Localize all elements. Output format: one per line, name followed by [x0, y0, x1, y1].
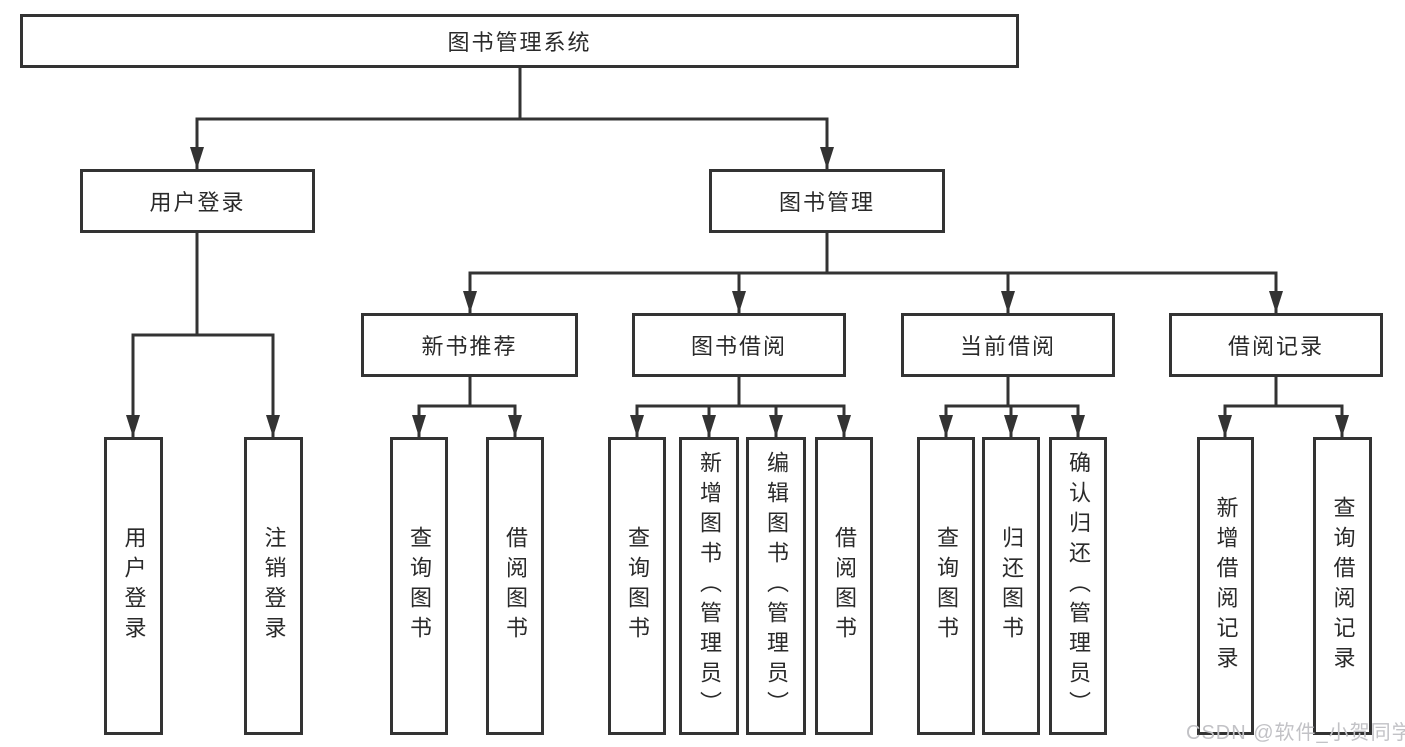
- book-borrow-children-connector: [630, 377, 851, 437]
- node-book-management: 图书管理: [709, 169, 945, 233]
- node-root: 图书管理系统: [20, 14, 1019, 68]
- node-book-management-label: 图书管理: [778, 190, 875, 215]
- node-user-login: 用户登录: [80, 169, 315, 233]
- leaf-edit-book-admin-label: 编辑图书（管理员）: [764, 451, 789, 721]
- book-mgmt-children-connector: [463, 233, 1283, 313]
- node-new-book-recommend-label: 新书推荐: [421, 334, 518, 359]
- leaf-query-borrow-record-label: 查询借阅记录: [1330, 496, 1356, 676]
- node-book-borrow: 图书借阅: [632, 313, 846, 377]
- csdn-watermark: CSDN @软件_小贺同学: [1186, 722, 1405, 744]
- leaf-borrow-books-borrow: 借阅图书: [815, 437, 873, 735]
- leaf-return-books: 归还图书: [982, 437, 1040, 735]
- leaf-borrow-books-borrow-label: 借阅图书: [832, 526, 857, 646]
- leaf-edit-book-admin: 编辑图书（管理员）: [746, 437, 806, 735]
- leaf-logout-label: 注销登录: [261, 526, 287, 646]
- leaf-borrow-books-recommend-label: 借阅图书: [503, 526, 528, 646]
- current-borrow-children-connector: [939, 377, 1085, 437]
- leaf-user-login-label: 用户登录: [121, 526, 147, 646]
- node-current-borrow: 当前借阅: [901, 313, 1115, 377]
- node-current-borrow-label: 当前借阅: [959, 334, 1056, 359]
- leaf-logout: 注销登录: [244, 437, 303, 735]
- leaf-query-books-current: 查询图书: [917, 437, 975, 735]
- node-borrow-records: 借阅记录: [1169, 313, 1383, 377]
- leaf-query-borrow-record: 查询借阅记录: [1313, 437, 1372, 735]
- leaf-add-borrow-record: 新增借阅记录: [1197, 437, 1254, 735]
- leaf-confirm-return-admin: 确认归还（管理员）: [1049, 437, 1107, 735]
- borrow-records-children-connector: [1218, 377, 1349, 437]
- leaf-return-books-label: 归还图书: [999, 526, 1024, 646]
- node-borrow-records-label: 借阅记录: [1227, 334, 1324, 359]
- leaf-query-books-borrow-label: 查询图书: [625, 526, 650, 646]
- user-login-children-connector: [126, 233, 280, 437]
- leaf-query-books-recommend: 查询图书: [390, 437, 448, 735]
- leaf-user-login: 用户登录: [104, 437, 163, 735]
- node-root-label: 图书管理系统: [447, 30, 592, 55]
- node-book-borrow-label: 图书借阅: [690, 334, 787, 359]
- leaf-add-book-admin: 新增图书（管理员）: [679, 437, 739, 735]
- leaf-confirm-return-admin-label: 确认归还（管理员）: [1066, 451, 1091, 721]
- node-new-book-recommend: 新书推荐: [361, 313, 578, 377]
- root-to-level1-connector: [190, 68, 834, 169]
- leaf-borrow-books-recommend: 借阅图书: [486, 437, 544, 735]
- leaf-query-books-recommend-label: 查询图书: [407, 526, 432, 646]
- new-book-children-connector: [412, 377, 522, 437]
- leaf-query-books-current-label: 查询图书: [934, 526, 959, 646]
- node-user-login-label: 用户登录: [149, 190, 246, 215]
- leaf-add-borrow-record-label: 新增借阅记录: [1213, 496, 1239, 676]
- leaf-add-book-admin-label: 新增图书（管理员）: [697, 451, 722, 721]
- leaf-query-books-borrow: 查询图书: [608, 437, 666, 735]
